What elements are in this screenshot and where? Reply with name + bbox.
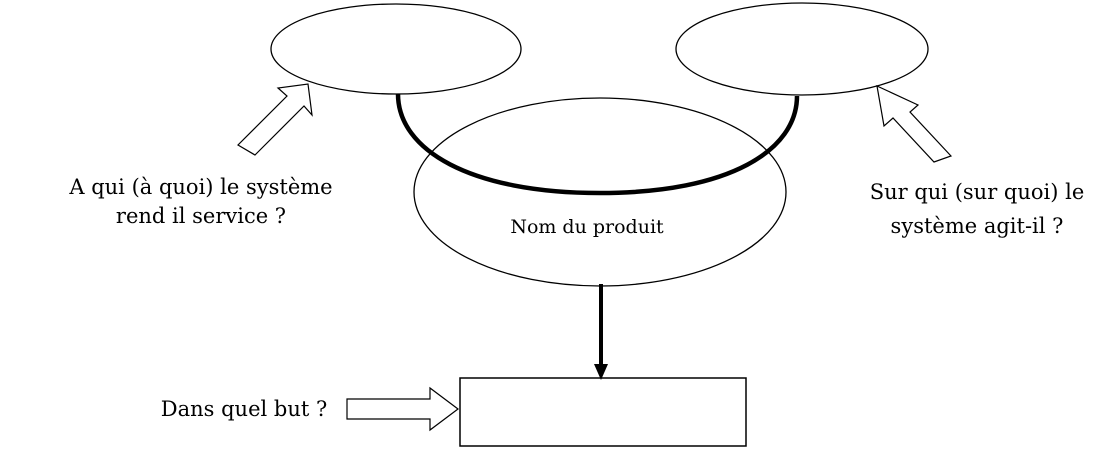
horn-curve [395,93,800,196]
right-ellipse [675,2,929,96]
right-question-line1: Sur qui (sur quoi) le [870,180,1085,204]
goal-hollow-arrow [346,386,459,432]
left-hollow-arrow [237,83,313,156]
goal-question: Dans quel but ? [161,397,327,421]
left-question-line1: A qui (à quoi) le système [68,175,332,199]
left-ellipse [270,3,522,95]
right-question-line2: système agit-il ? [891,214,1064,238]
left-question-line2: rend il service ? [116,204,286,228]
right-hollow-arrow [876,84,953,163]
goal-arrowhead [594,364,608,380]
product-label: Nom du produit [510,216,664,238]
goal-box [459,377,747,447]
